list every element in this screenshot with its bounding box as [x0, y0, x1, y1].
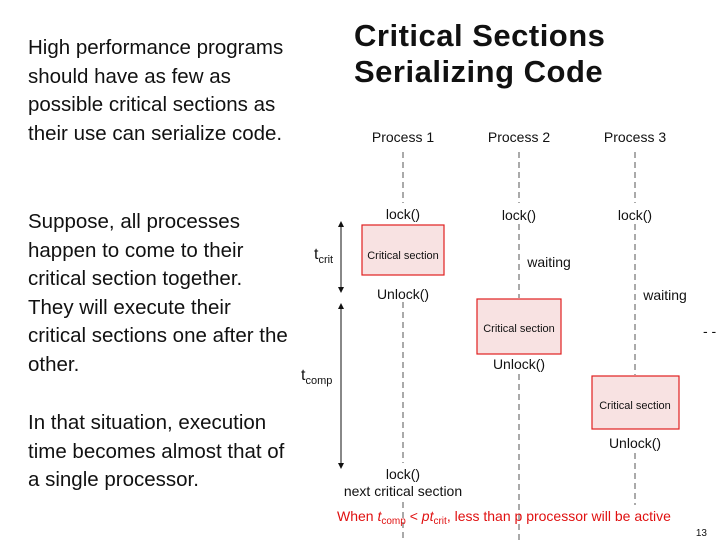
process-3-critical-box — [591, 375, 680, 430]
paragraph-3: In that situation, execution time become… — [28, 411, 285, 491]
process-3-header: Process 3 — [604, 129, 666, 145]
process-2-header: Process 2 — [488, 129, 550, 145]
title-line-2: Serializing Code — [354, 54, 604, 89]
process-2-critical-label: Critical section — [483, 323, 555, 335]
page-number: 13 — [696, 528, 708, 539]
process-3-unlock: Unlock() — [609, 435, 661, 451]
right-edge-dashes: - - — [703, 323, 717, 339]
process-1-lock: lock() — [386, 206, 420, 222]
process-2-critical-box — [476, 298, 562, 355]
next-critical-section-label: next critical section — [344, 483, 462, 499]
process-1-unlock: Unlock() — [377, 286, 429, 302]
paragraph-2: Suppose, all processes happen to come to… — [28, 210, 288, 376]
process-1-next-lock: lock() — [386, 466, 420, 482]
process-2-unlock: Unlock() — [493, 356, 545, 372]
t-comp-label: tcomp — [301, 367, 332, 387]
process-3-critical-label: Critical section — [599, 400, 671, 412]
process-1-critical-label: Critical section — [367, 250, 439, 262]
t-crit-label: tcrit — [314, 246, 333, 266]
process-2-lock: lock() — [502, 207, 536, 223]
paragraph-1: High performance programs should have as… — [28, 36, 284, 145]
slide-title: Critical Sections Serializing Code — [354, 18, 605, 90]
process-1-critical-box — [361, 224, 445, 276]
footnote: When tcomp < ptcrit, less than p process… — [337, 508, 671, 527]
process-2-waiting: waiting — [526, 254, 571, 270]
process-3-lock: lock() — [618, 207, 652, 223]
process-1-header: Process 1 — [372, 129, 434, 145]
process-3-waiting: waiting — [642, 287, 687, 303]
title-line-1: Critical Sections — [354, 18, 606, 53]
